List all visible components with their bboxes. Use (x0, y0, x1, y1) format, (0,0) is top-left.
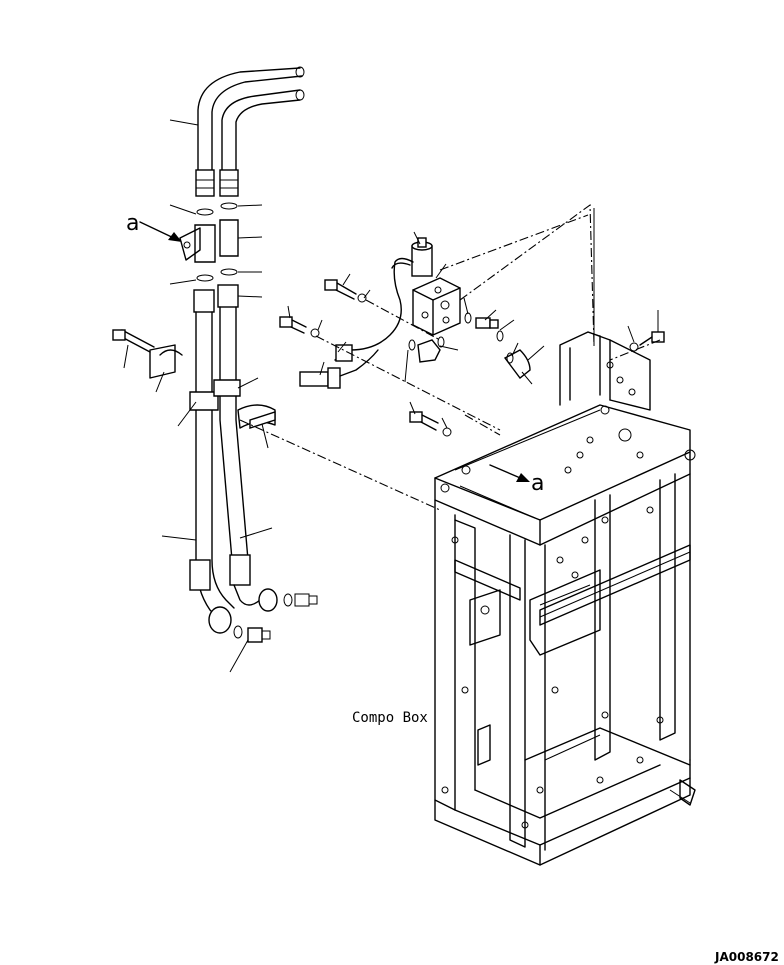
compo-box-label: Compo Box (352, 710, 428, 726)
drawing-reference-number: JA008672 (714, 950, 779, 964)
alignment-lines (239, 203, 661, 511)
hydraulic-hoses (112, 66, 318, 643)
compo-box-frame (434, 331, 696, 866)
reference-label-a-right: a (531, 471, 544, 496)
arrow-icon (139, 221, 530, 482)
solenoid-valve-assembly (279, 237, 665, 437)
leader-lines (123, 119, 659, 673)
reference-label-a-left: a (126, 211, 139, 236)
